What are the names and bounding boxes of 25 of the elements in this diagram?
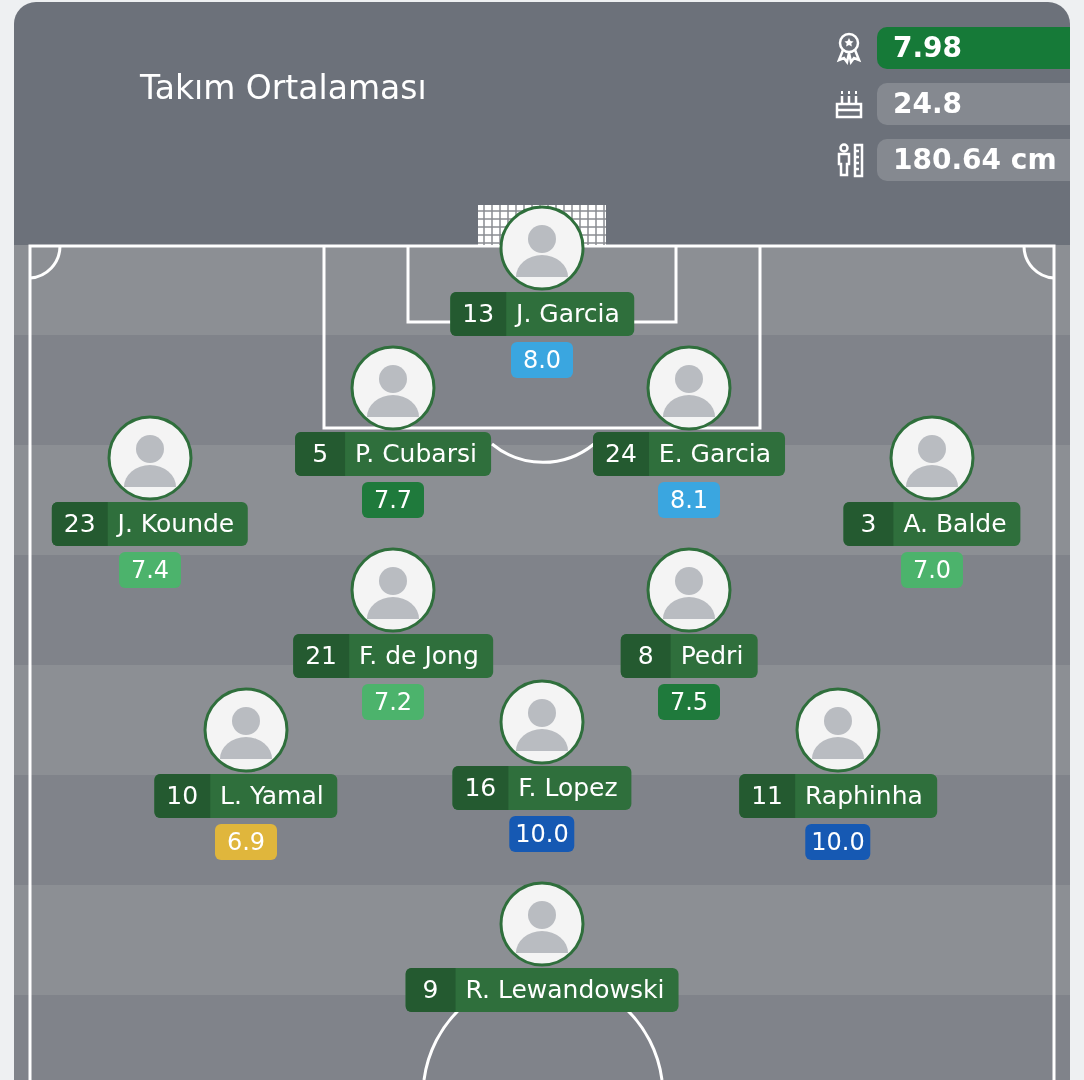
- player-name-label: 10 L. Yamal: [154, 774, 338, 818]
- rating-label: 10.0: [509, 816, 575, 852]
- stat-value: 24.8: [877, 83, 1070, 125]
- rating-label: 10.0: [805, 824, 871, 860]
- title: Takım Ortalaması: [140, 68, 427, 107]
- rating-label: 7.2: [362, 684, 424, 720]
- player-name-label: 23 J. Kounde: [51, 502, 249, 546]
- stat-value: 7.98: [877, 27, 1070, 69]
- rating-label: 7.5: [658, 684, 720, 720]
- rating-label: 7.0: [901, 552, 963, 588]
- player-name-label: 16 F. Lopez: [452, 766, 632, 810]
- player-name-label: 9 R. Lewandowski: [405, 968, 679, 1012]
- player-name-label: 3 A. Balde: [843, 502, 1021, 546]
- rating-label: 8.0: [511, 342, 573, 378]
- player-name-label: 11 Raphinha: [739, 774, 937, 818]
- player-name-label: 13 J. Garcia: [450, 292, 634, 336]
- player-name-label: 8 Pedri: [620, 634, 758, 678]
- rating-label: 8.1: [658, 482, 720, 518]
- player-name-label: 5 P. Cubarsi: [295, 432, 491, 476]
- rating-label: 6.9: [215, 824, 277, 860]
- rating-label: 7.7: [362, 482, 424, 518]
- stat-value: 180.64 cm: [877, 139, 1070, 181]
- rating-label: 7.4: [119, 552, 181, 588]
- player-name-label: 24 E. Garcia: [593, 432, 785, 476]
- player-name-label: 21 F. de Jong: [293, 634, 493, 678]
